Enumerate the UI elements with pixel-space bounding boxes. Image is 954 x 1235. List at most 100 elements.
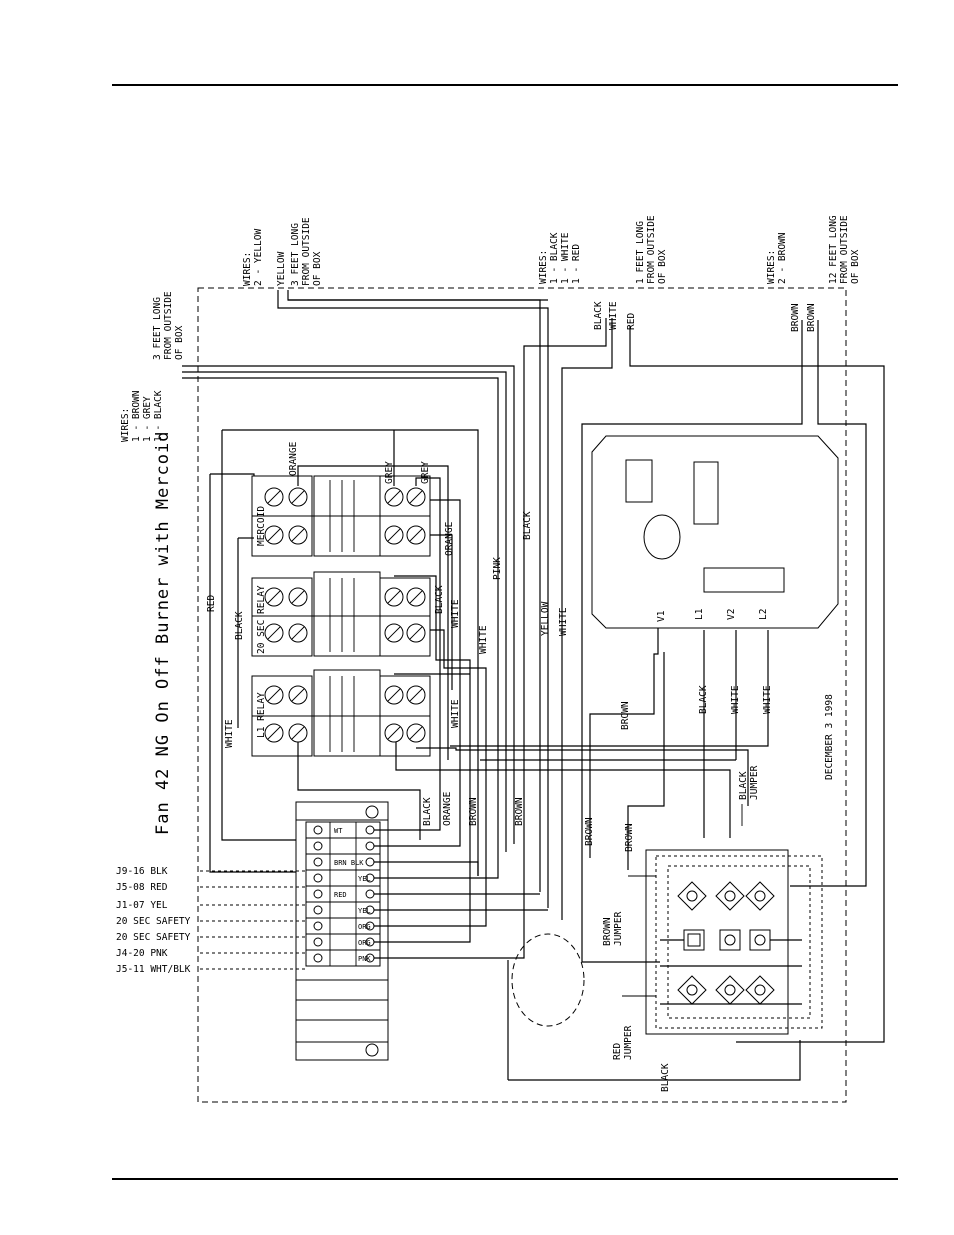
relay-20-sec <box>251 571 431 657</box>
top-note-brown-wires: WIRES: 2 - BROWN <box>766 232 788 284</box>
label-black-top: BLACK <box>593 301 604 330</box>
controller-terminal-l1: L1 <box>694 608 705 620</box>
svg-text:BLACK: BLACK <box>738 771 749 800</box>
label-yellow-top: YELLOW <box>276 251 287 286</box>
label-brown-1: BROWN <box>790 303 801 332</box>
svg-text:JUMPER: JUMPER <box>623 1025 634 1060</box>
svg-text:FROM OUTSIDE: FROM OUTSIDE <box>301 217 312 286</box>
relay-label-20-sec: 20 SEC RELAY <box>256 585 267 654</box>
svg-text:WIRES:: WIRES: <box>766 250 777 284</box>
top-wires <box>277 290 885 1043</box>
relay-label-orange: ORANGE <box>288 441 299 476</box>
terminal-cell-red: RED <box>334 891 347 899</box>
terminal-strip <box>295 801 389 1061</box>
svg-text:J5-11 WHT/BLK: J5-11 WHT/BLK <box>116 964 191 975</box>
label-brown-lower-2: BROWN <box>624 823 635 852</box>
relay-mercoid <box>251 475 431 557</box>
relay-label-l1: L1 RELAY <box>256 692 267 738</box>
svg-text:JUMPER: JUMPER <box>749 765 760 800</box>
header-rule <box>112 84 898 86</box>
relay-l1 <box>251 669 431 757</box>
svg-text:WIRES:: WIRES: <box>120 408 131 442</box>
label-black-mid: BLACK <box>522 511 533 540</box>
svg-text:FROM OUTSIDE: FROM OUTSIDE <box>839 215 850 284</box>
terminal-cell-yel-1: YEL <box>358 875 371 883</box>
svg-text:FROM OUTSIDE: FROM OUTSIDE <box>646 215 657 284</box>
terminal-cell-brn-blk: BRN BLK <box>334 859 364 867</box>
controller-terminal-l2: L2 <box>758 609 769 620</box>
top-note-brown-length: 12 FEET LONG FROM OUTSIDE OF BOX <box>828 215 861 284</box>
svg-text:20 SEC SAFETY: 20 SEC SAFETY <box>116 916 191 927</box>
svg-text:WIRES:: WIRES: <box>538 250 549 284</box>
label-brown-bottom-2: BROWN <box>514 797 525 826</box>
label-pink: PINK <box>492 557 503 580</box>
left-wires-note: WIRES: 1 - BROWN 1 - GREY 1 - BLACK <box>120 390 164 442</box>
diagram-title: Fan 42 NG On Off Burner with Mercoid <box>153 431 173 835</box>
terminal-cell-org-2: ORG <box>358 939 371 947</box>
label-orange-bottom: ORANGE <box>442 791 453 826</box>
controller-terminal-v2: V2 <box>726 609 737 620</box>
footer-rule <box>112 1178 898 1180</box>
svg-text:J9-16 BLK: J9-16 BLK <box>116 866 168 877</box>
label-white-right-3: WHITE <box>450 699 461 728</box>
label-brown-lower-1: BROWN <box>584 817 595 846</box>
label-black-bottom-2: BLACK <box>660 1063 671 1092</box>
label-black-left: BLACK <box>234 611 245 640</box>
label-grey-1: GREY <box>384 461 395 484</box>
label-white-controller-2: WHITE <box>762 685 773 714</box>
label-black-controller: BLACK <box>698 685 709 714</box>
terminal-cell-org-1: ORG <box>358 923 371 931</box>
terminal-cell-yel-2: YEL <box>358 907 371 915</box>
brown-jumper-note: BROWN JUMPER <box>602 911 624 946</box>
terminal-legend: J9-16 BLK J5-08 RED J1-07 YEL 20 SEC SAF… <box>116 866 306 975</box>
svg-text:J4-20 PNK: J4-20 PNK <box>116 948 168 959</box>
svg-text:1 - RED: 1 - RED <box>571 244 582 284</box>
top-note-bwr-wires: WIRES: 1 - BLACK 1 - WHITE 1 - RED <box>538 232 582 284</box>
left-wires <box>182 365 515 876</box>
svg-text:12 FEET LONG: 12 FEET LONG <box>828 215 839 284</box>
svg-text:RED: RED <box>612 1043 623 1060</box>
dashed-circle-cutout <box>511 933 585 1027</box>
diagram-date: DECEMBER 3 1998 <box>824 694 835 780</box>
black-jumper-note: BLACK JUMPER <box>738 765 760 800</box>
svg-text:2 - BROWN: 2 - BROWN <box>777 232 788 284</box>
top-note-bwr-length: 1 FEET LONG FROM OUTSIDE OF BOX <box>635 215 668 284</box>
label-white-right-2: WHITE <box>478 625 489 654</box>
svg-text:BROWN: BROWN <box>602 917 613 946</box>
enclosure-outline <box>197 287 847 1103</box>
label-white-right-1: WHITE <box>450 599 461 628</box>
label-white-left: WHITE <box>224 719 235 748</box>
label-brown-2: BROWN <box>806 303 817 332</box>
relay-wiring <box>238 430 749 840</box>
label-black-bottom-1: BLACK <box>422 797 433 826</box>
label-white-top: WHITE <box>608 301 619 330</box>
relay-label-mercoid: MERCOID <box>256 506 267 546</box>
svg-text:1 - WHITE: 1 - WHITE <box>560 232 571 284</box>
label-grey-2: GREY <box>420 461 431 484</box>
svg-text:1 - BLACK: 1 - BLACK <box>549 232 560 284</box>
svg-text:3 FEET LONG: 3 FEET LONG <box>290 223 301 286</box>
svg-text:WIRES:: WIRES: <box>242 252 253 286</box>
svg-text:OF BOX: OF BOX <box>312 251 323 286</box>
switch-block <box>645 849 823 1035</box>
label-black-right: BLACK <box>434 585 445 614</box>
svg-text:OF BOX: OF BOX <box>850 249 861 284</box>
controller-terminal-v1: V1 <box>656 610 667 622</box>
label-white-controller-1: WHITE <box>730 685 741 714</box>
label-yellow-mid: YELLOW <box>540 601 551 636</box>
label-red-top: RED <box>626 313 637 330</box>
svg-text:2 - YELLOW: 2 - YELLOW <box>253 229 264 286</box>
terminal-wiring <box>374 750 801 1081</box>
controller-wiring <box>450 628 769 870</box>
svg-text:1 - GREY: 1 - GREY <box>142 396 153 442</box>
svg-text:FROM OUTSIDE: FROM OUTSIDE <box>163 291 174 360</box>
top-note-yellow-wires: WIRES: 2 - YELLOW <box>242 229 264 286</box>
red-jumper-note: RED JUMPER <box>612 1025 634 1060</box>
label-orange-right: ORANGE <box>444 521 455 556</box>
terminal-cell-pnk: PNK <box>358 955 371 963</box>
top-note-yellow-length: 3 FEET LONG FROM OUTSIDE OF BOX <box>290 217 323 286</box>
svg-text:JUMPER: JUMPER <box>613 911 624 946</box>
label-red-left: RED <box>206 595 217 612</box>
svg-text:1 FEET LONG: 1 FEET LONG <box>635 221 646 284</box>
svg-text:J5-08 RED: J5-08 RED <box>116 882 168 893</box>
